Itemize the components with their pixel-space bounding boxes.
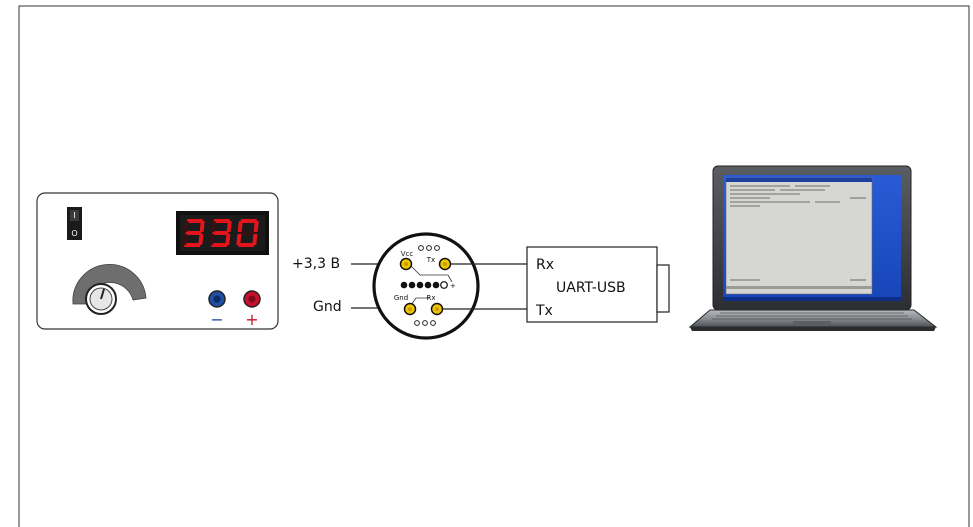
tx-pin: Tx	[426, 256, 452, 271]
screen-scrollbar	[726, 286, 872, 289]
vcc-pin-label: Vcc	[401, 250, 414, 258]
gnd-trace	[410, 297, 430, 306]
usb-plug	[656, 264, 670, 313]
voltage-display	[176, 211, 269, 255]
digit-segment	[213, 219, 230, 223]
display-digit	[182, 219, 205, 247]
left-wires: +3,3 B Gnd	[292, 256, 408, 315]
minus-label: −	[210, 310, 223, 329]
vcc-pin: Vcc	[399, 250, 414, 271]
gnd-pin-label: Gnd	[394, 294, 408, 302]
gnd-pin: Gnd	[394, 294, 417, 316]
laptop-icon	[688, 165, 938, 331]
digit-segment	[198, 234, 204, 245]
power-switch[interactable]: I O	[67, 207, 82, 240]
digit-segment	[253, 221, 259, 232]
uart-usb-box	[526, 246, 658, 323]
rx-pin: Rx	[426, 294, 444, 316]
digit-segment	[225, 234, 231, 245]
plus-label: +	[245, 310, 258, 329]
knob-indicator	[100, 288, 105, 300]
display-digit	[236, 219, 259, 247]
digit-segment	[182, 234, 188, 245]
plus-terminal-hole	[248, 295, 256, 303]
uart-rx-label: Rx	[536, 257, 554, 273]
minus-terminal[interactable]: −	[208, 290, 226, 329]
contact-plus-mark: +	[450, 282, 456, 290]
power-switch-rocker	[70, 210, 79, 221]
ground-label: Gnd	[313, 299, 342, 315]
switch-off-symbol: O	[71, 229, 77, 238]
digit-segment	[238, 243, 255, 247]
tx-pin-label: Tx	[426, 256, 435, 264]
digit-segment	[212, 231, 229, 235]
supply-voltage-label: +3,3 B	[292, 256, 340, 272]
switch-on-symbol: I	[73, 211, 75, 220]
laptop-keyboard	[712, 312, 912, 320]
contact-row: +	[400, 281, 456, 290]
digit-segment	[199, 221, 205, 232]
digit-segment	[184, 243, 201, 247]
digit-segment	[211, 243, 228, 247]
screen-window-titlebar	[726, 178, 872, 182]
digit-segment	[209, 234, 215, 245]
screen-app-window	[725, 177, 873, 295]
display-digit	[209, 219, 232, 247]
minus-terminal-hole	[213, 295, 221, 303]
uart-usb-module: Rx UART-USB Tx	[526, 246, 670, 323]
uart-usb-title: UART-USB	[556, 280, 626, 296]
vcc-trace	[409, 264, 453, 283]
digit-segment	[240, 219, 257, 223]
rx-pin-label: Rx	[426, 294, 435, 302]
screen-text-lines	[730, 185, 866, 281]
plus-terminal[interactable]: +	[243, 290, 261, 329]
digit-segment	[252, 234, 258, 245]
uart-tx-label: Tx	[535, 303, 553, 319]
digit-segment	[226, 221, 232, 232]
digit-segment	[183, 221, 189, 232]
screen-taskbar	[723, 297, 901, 301]
digit-segment	[237, 221, 243, 232]
digit-segment	[239, 231, 256, 235]
power-supply: I O − +	[36, 192, 279, 330]
digit-segment	[236, 234, 242, 245]
connector-module: + Vcc Tx Gnd Rx	[372, 232, 480, 340]
digit-segment	[185, 231, 202, 235]
connector-holes-bottom	[414, 320, 436, 326]
right-wires	[443, 263, 527, 310]
laptop-base-edge	[690, 327, 936, 331]
digit-segment	[210, 221, 216, 232]
voltage-knob[interactable]	[72, 263, 147, 315]
display-digits	[182, 219, 259, 247]
digit-segment	[186, 219, 203, 223]
laptop-touchpad	[793, 321, 831, 325]
connector-holes-top	[418, 245, 440, 251]
